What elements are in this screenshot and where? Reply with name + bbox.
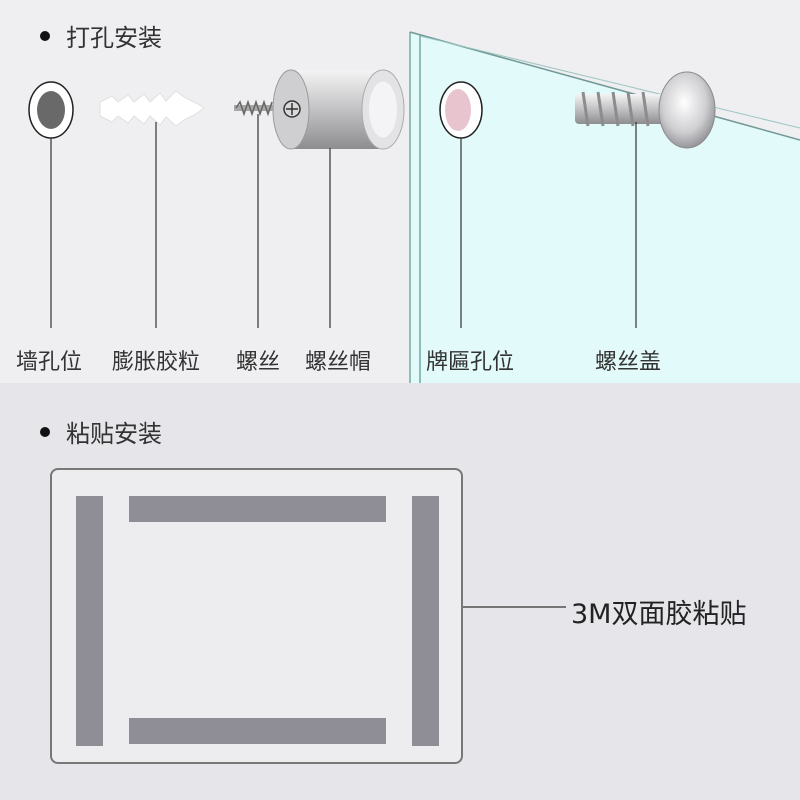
screw-cover-label: 螺丝盖 — [595, 350, 662, 375]
double-sided-tape-label: 3M双面胶粘贴 — [571, 599, 747, 630]
plaque-hole-label: 牌匾孔位 — [426, 350, 515, 375]
wall-hole-icon — [28, 81, 74, 139]
expansion-anchor-icon — [99, 90, 205, 127]
wall-hole-label: 墙孔位 — [16, 350, 83, 375]
expansion-anchor-label: 膨胀胶粒 — [112, 350, 201, 375]
screw-cap-icon — [272, 69, 405, 150]
drill-installation-title: 打孔安装 — [66, 24, 162, 52]
tape-strip-left — [76, 496, 103, 746]
plaque-back-card — [50, 468, 463, 764]
tape-strip-top — [129, 496, 386, 522]
adhesive-installation-title: 粘贴安装 — [66, 420, 162, 448]
tape-strip-right — [412, 496, 439, 746]
bullet-icon — [40, 30, 50, 41]
leader-lines — [50, 114, 637, 608]
screw-cover-icon — [575, 71, 716, 149]
screw-cap-label: 螺丝帽 — [305, 350, 372, 375]
bullet-icon — [40, 426, 50, 437]
drill-installation-heading: 打孔安装 — [40, 18, 162, 53]
tape-strip-bottom — [129, 718, 386, 744]
plaque-hole-icon — [439, 81, 483, 139]
screw-label: 螺丝 — [236, 350, 281, 375]
adhesive-installation-heading: 粘贴安装 — [40, 414, 162, 449]
